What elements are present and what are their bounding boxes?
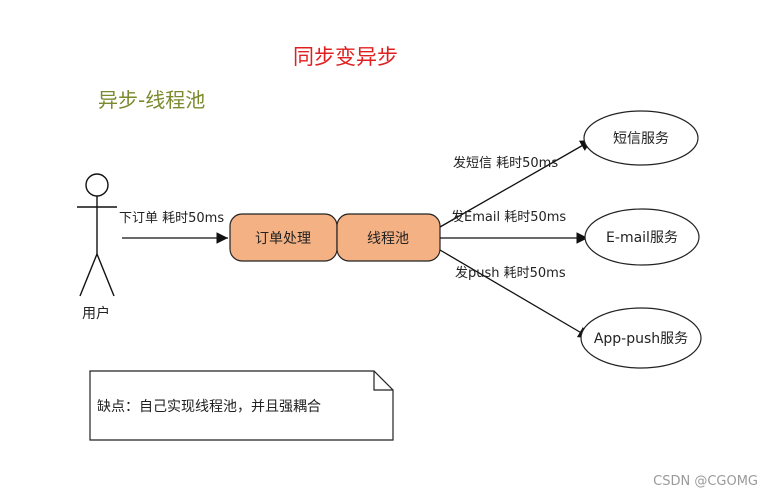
note-text: 缺点：自己实现线程池，并且强耦合 xyxy=(97,399,321,415)
diagram-subtitle: 异步-线程池 xyxy=(98,88,205,112)
user-actor-icon xyxy=(77,173,117,297)
service-node-email-label: E-mail服务 xyxy=(606,230,678,246)
note-box: 缺点：自己实现线程池，并且强耦合 xyxy=(89,370,394,441)
diagram-title: 同步变异步 xyxy=(293,45,398,69)
user-actor-label: 用户 xyxy=(82,305,110,322)
process-node-pool: 线程池 xyxy=(336,213,441,262)
service-node-sms-label: 短信服务 xyxy=(613,131,669,147)
process-node-order-label: 订单处理 xyxy=(255,231,311,247)
edge-label-user-order: 下订单 耗时50ms xyxy=(119,211,224,226)
process-node-pool-label: 线程池 xyxy=(367,231,409,247)
edge-label-pool-sms: 发短信 耗时50ms xyxy=(453,155,558,171)
process-node-order: 订单处理 xyxy=(229,213,338,262)
service-node-sms: 短信服务 xyxy=(583,110,699,166)
service-node-push: App-push服务 xyxy=(580,307,702,369)
edge-pool-sms xyxy=(439,139,593,228)
edge-label-pool-push: 发push 耗时50ms xyxy=(455,265,566,281)
service-node-push-label: App-push服务 xyxy=(594,331,688,347)
service-node-email: E-mail服务 xyxy=(584,208,700,266)
edge-pool-push xyxy=(439,249,591,339)
edge-label-pool-email: 发Email 耗时50ms xyxy=(451,209,566,225)
watermark: CSDN @CGOMG xyxy=(653,474,758,489)
